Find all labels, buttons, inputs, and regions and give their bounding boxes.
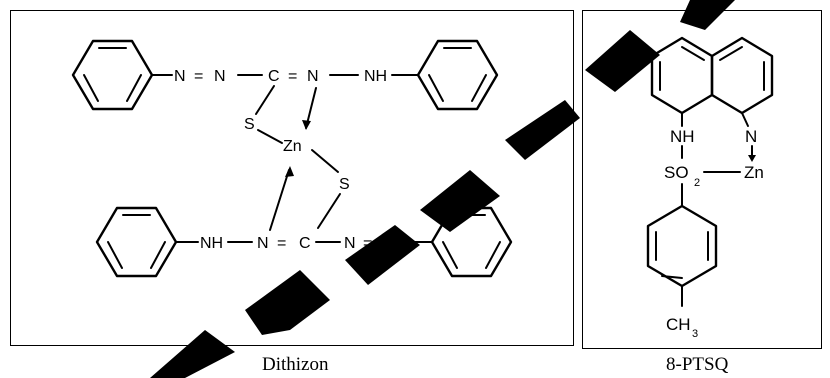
arrow-head: [748, 155, 756, 162]
bond: [257, 129, 283, 144]
atom-eq3: =: [277, 235, 286, 252]
atom-so-subscript: 2: [694, 177, 700, 189]
atom-n2: N: [214, 68, 226, 85]
arrow-head: [302, 120, 311, 130]
atom-zn: Zn: [744, 163, 764, 182]
ptsq-caption: 8-PTSQ: [666, 354, 729, 375]
phenyl-ring-top-right: [416, 39, 499, 111]
atom-s1: S: [244, 116, 255, 133]
atom-nh1: NH: [364, 68, 387, 85]
bond: [741, 112, 749, 127]
toluene-ring: [646, 204, 718, 288]
atom-nh: NH: [670, 127, 695, 146]
atom-n1: N: [174, 68, 186, 85]
atom-eq1: =: [194, 68, 203, 85]
naphthalene-ring-left: [650, 36, 714, 115]
atom-n: N: [745, 127, 757, 146]
atom-so: SO: [664, 163, 689, 182]
atom-c2: C: [299, 235, 311, 252]
arrow-head: [285, 166, 294, 177]
coordination-arrow: [269, 169, 290, 231]
phenyl-ring-top-left: [71, 39, 154, 111]
atom-zn: Zn: [283, 138, 302, 155]
naphthalene-ring-right: [710, 36, 774, 115]
atom-ch: CH: [666, 315, 691, 334]
phenyl-ring-bottom-left: [95, 206, 178, 278]
atom-c1: C: [268, 68, 280, 85]
atom-n3: N: [307, 68, 319, 85]
bond: [311, 149, 339, 173]
atom-ch-subscript: 3: [692, 328, 698, 340]
atom-n4: N: [257, 235, 269, 252]
atom-s2: S: [339, 176, 350, 193]
atom-nh2: NH: [200, 235, 223, 252]
bond: [255, 85, 275, 115]
bond: [317, 193, 341, 229]
dithizon-caption: Dithizon: [262, 354, 329, 375]
atom-eq2: =: [288, 68, 297, 85]
